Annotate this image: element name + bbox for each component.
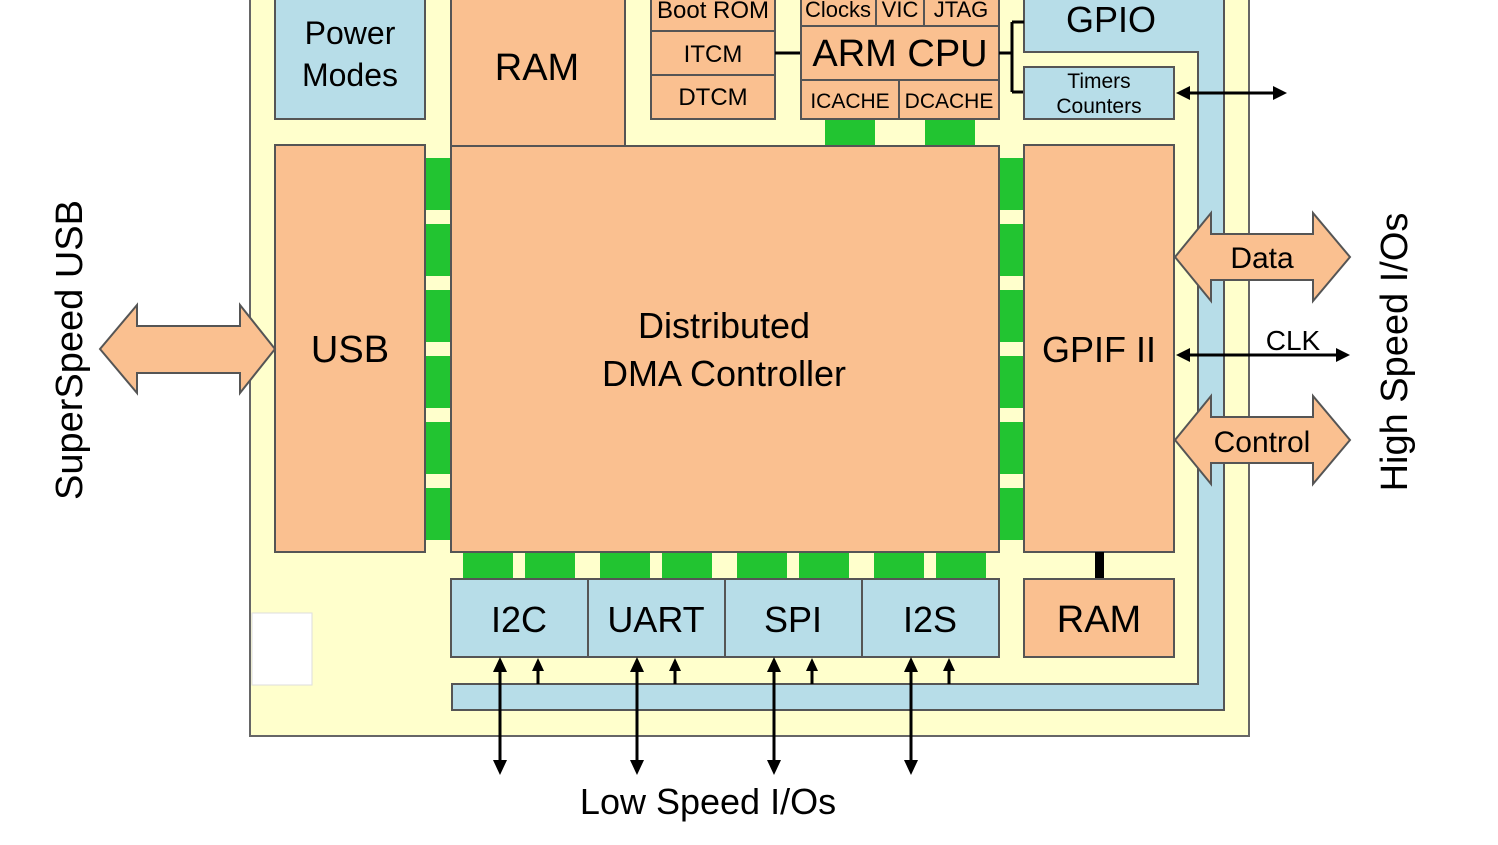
icache-connector bbox=[825, 120, 875, 146]
bus-arrow-head bbox=[669, 658, 681, 671]
dcache-label: DCACHE bbox=[905, 90, 994, 113]
usb-dma-connectors bbox=[426, 158, 450, 540]
blank-box bbox=[251, 612, 313, 686]
low-speed-io-head-down bbox=[767, 760, 781, 775]
gpif-connector bbox=[1000, 290, 1024, 342]
ram-top-label: RAM bbox=[495, 47, 579, 89]
low-speed-io-head-down bbox=[904, 760, 918, 775]
ram-bottom-label: RAM bbox=[1057, 599, 1141, 641]
power-modes-block bbox=[274, 0, 426, 120]
low-speed-io-head-down bbox=[493, 760, 507, 775]
bus-peripheral-arrows bbox=[532, 658, 955, 684]
peripheral-connector bbox=[737, 553, 787, 579]
i2s-label: I2S bbox=[903, 599, 957, 640]
low-speed-io-head-up bbox=[904, 657, 918, 672]
gpif-ram-link bbox=[1095, 552, 1104, 579]
peripheral-connector bbox=[799, 553, 849, 579]
boot-rom-label: Boot ROM bbox=[657, 0, 769, 24]
low-speed-io-head-down bbox=[630, 760, 644, 775]
ram-bottom-block bbox=[1023, 578, 1175, 658]
gpif-connector bbox=[1000, 422, 1024, 474]
dma-label-1: Distributed bbox=[638, 305, 810, 346]
power-modes-label-1: Power bbox=[305, 15, 396, 51]
timers-arrow-right bbox=[1273, 86, 1287, 100]
dma-gpif-connectors bbox=[1000, 158, 1024, 540]
timers-arrow-left bbox=[1176, 86, 1190, 100]
boot-rom-block bbox=[650, 0, 776, 32]
cpu-peripheral-bracket bbox=[999, 20, 1024, 94]
spi-block bbox=[724, 578, 863, 658]
i2s-block bbox=[861, 578, 1000, 658]
uart-block bbox=[587, 578, 726, 658]
peripheral-connector bbox=[463, 553, 513, 579]
gpif-connector bbox=[1000, 158, 1024, 210]
peripheral-connector bbox=[936, 553, 986, 579]
icache-label: ICACHE bbox=[810, 90, 889, 113]
gpif-connector bbox=[1000, 224, 1024, 276]
low-speed-io-head-up bbox=[767, 657, 781, 672]
superspeed-usb-label: SuperSpeed USB bbox=[49, 200, 91, 500]
bus-arrow-head bbox=[806, 658, 818, 671]
peripheral-connector bbox=[600, 553, 650, 579]
uart-label: UART bbox=[607, 599, 704, 640]
dtcm-block bbox=[650, 74, 776, 120]
usb-label: USB bbox=[311, 329, 389, 371]
gpif-connector bbox=[1000, 488, 1024, 540]
gpif-connector bbox=[1000, 356, 1024, 408]
vic-label: VIC bbox=[882, 0, 919, 22]
arm-cpu-label: ARM CPU bbox=[812, 33, 987, 75]
timers-label-2: Counters bbox=[1056, 95, 1141, 118]
usb-connector bbox=[426, 422, 450, 474]
i2c-label: I2C bbox=[491, 599, 547, 640]
clk-arrow-right bbox=[1336, 348, 1350, 362]
itcm-label: ITCM bbox=[684, 41, 743, 68]
low-speed-io-arrows bbox=[493, 657, 918, 775]
peripheral-connector bbox=[662, 553, 712, 579]
low-speed-io-head-up bbox=[630, 657, 644, 672]
power-modes-label-2: Modes bbox=[302, 57, 398, 93]
clk-signal-label: CLK bbox=[1266, 325, 1321, 356]
bus-arrow-head bbox=[532, 658, 544, 671]
clocks-label: Clocks bbox=[805, 0, 871, 22]
peripheral-connector bbox=[525, 553, 575, 579]
data-signal-label: Data bbox=[1230, 242, 1294, 275]
dma-controller-block bbox=[450, 145, 1000, 553]
usb-connector bbox=[426, 158, 450, 210]
gpif-block bbox=[1023, 144, 1175, 553]
bus-arrow-head bbox=[943, 658, 955, 671]
spi-label: SPI bbox=[764, 599, 822, 640]
timers-block bbox=[1023, 66, 1175, 120]
dcache-connector bbox=[925, 120, 975, 146]
low-speed-io-label: Low Speed I/Os bbox=[580, 781, 836, 822]
usb-connector bbox=[426, 488, 450, 540]
timers-label-1: Timers bbox=[1067, 70, 1130, 93]
usb-data-arrow bbox=[98, 302, 277, 396]
low-speed-io-head-up bbox=[493, 657, 507, 672]
dma-label-2: DMA Controller bbox=[602, 353, 846, 394]
control-arrow bbox=[1173, 393, 1352, 487]
usb-block bbox=[274, 144, 426, 553]
clk-arrow-left bbox=[1176, 348, 1190, 362]
gpif-label: GPIF II bbox=[1042, 329, 1156, 370]
i2c-block bbox=[450, 578, 589, 658]
high-speed-io-label: High Speed I/Os bbox=[1374, 213, 1416, 492]
usb-connector bbox=[426, 356, 450, 408]
ram-top-block bbox=[450, 0, 626, 148]
usb-connector bbox=[426, 290, 450, 342]
usb-connector bbox=[426, 224, 450, 276]
control-signal-label: Control bbox=[1214, 426, 1311, 459]
data-arrow bbox=[1173, 210, 1352, 304]
jtag-label: JTAG bbox=[934, 0, 989, 22]
dtcm-label: DTCM bbox=[678, 84, 747, 111]
dma-peripheral-connectors bbox=[463, 553, 986, 579]
peripheral-connector bbox=[874, 553, 924, 579]
gpio-label: GPIO bbox=[1066, 0, 1156, 40]
